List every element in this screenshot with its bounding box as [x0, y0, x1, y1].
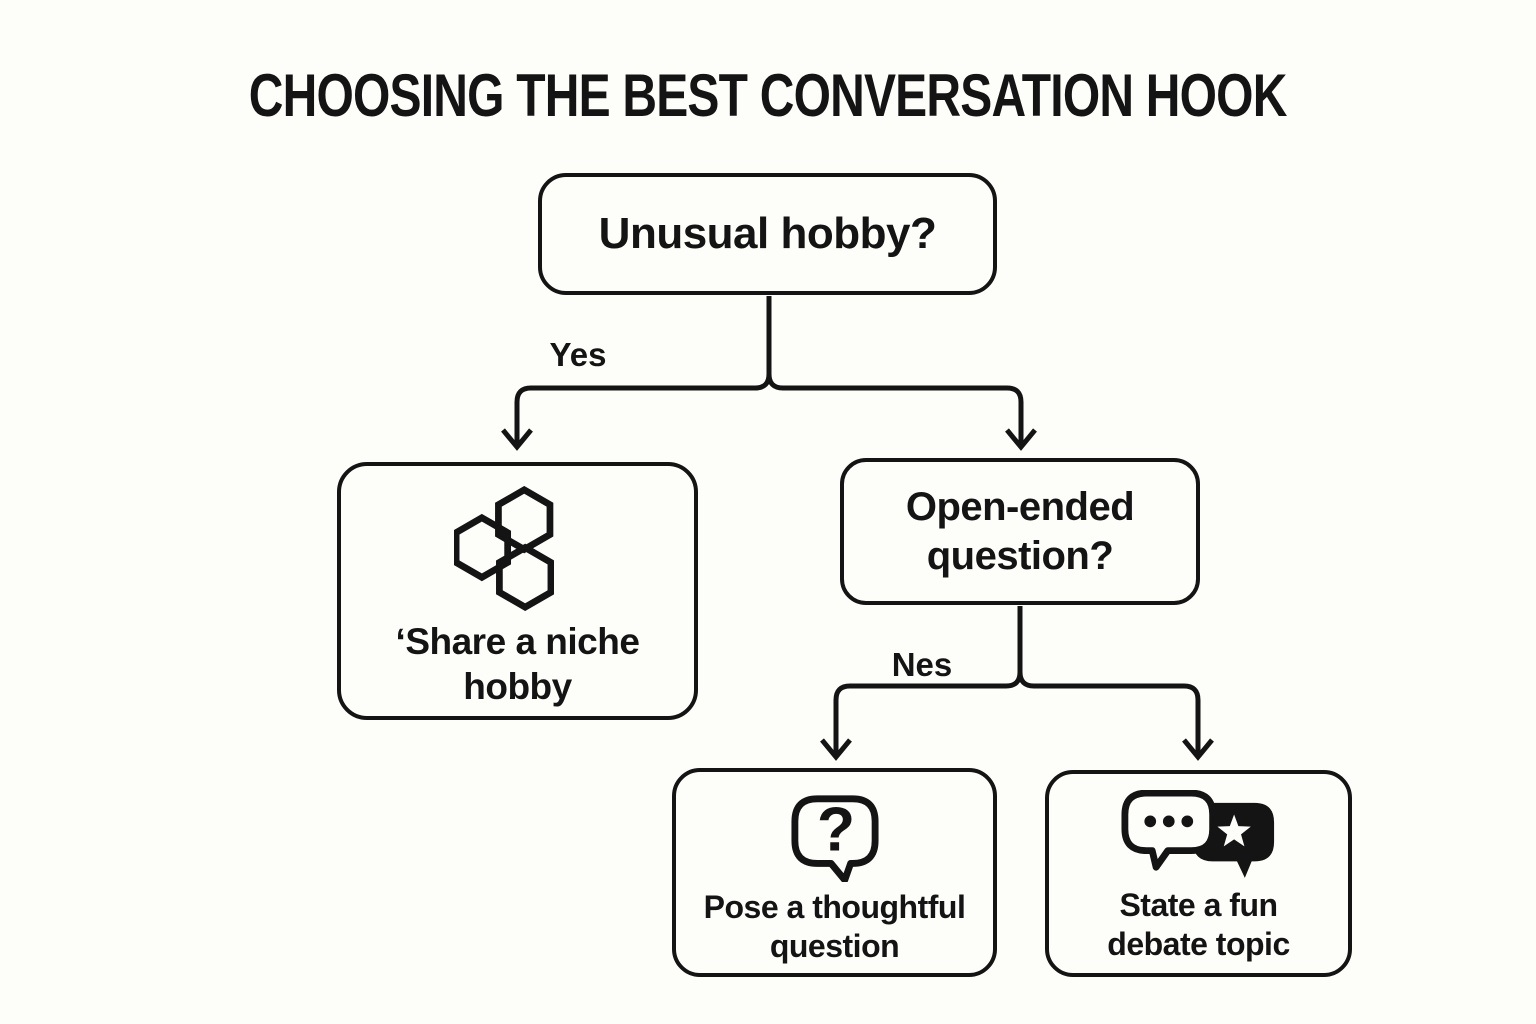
question-bubble-icon: ? — [790, 795, 879, 882]
dot-2 — [1162, 815, 1175, 828]
edge-open-ended-to-debate-topic — [1017, 606, 1201, 755]
hexagon-left — [453, 513, 511, 582]
arrowhead-pose-question — [820, 738, 852, 761]
star-shape — [1216, 814, 1251, 847]
arrowhead-share-niche — [501, 428, 533, 451]
dot-3 — [1180, 815, 1193, 828]
node-debate-topic-label: State a fun debate topic — [1107, 887, 1290, 963]
diagram-title: CHOOSING THE BEST CONVERSATION HOOK — [0, 66, 1536, 126]
hexagons-icon — [453, 486, 554, 611]
diagram-title-text: CHOOSING THE BEST CONVERSATION HOOK — [249, 62, 1288, 129]
arrowhead-open-ended — [1005, 428, 1037, 451]
node-unusual-hobby-label: Unusual hobby? — [598, 209, 937, 259]
dot-1 — [1143, 815, 1156, 828]
node-unusual-hobby: Unusual hobby? — [538, 173, 997, 295]
node-share-niche-label: ‘Share a niche hobby — [395, 621, 640, 708]
hexagon-top — [494, 486, 553, 554]
arrowhead-debate-topic — [1182, 738, 1214, 761]
hexagon-bottom — [495, 543, 554, 611]
node-pose-question: ? Pose a thoughtful question — [672, 768, 997, 977]
node-pose-question-label: Pose a thoughtful question — [703, 889, 966, 965]
chat-bubbles-star-icon — [1120, 790, 1274, 878]
edge-root-to-open-ended — [766, 296, 1024, 445]
speech-bubble-outline — [790, 795, 879, 882]
edge-label-yes: Yes — [549, 336, 607, 373]
node-debate-topic: State a fun debate topic — [1045, 770, 1352, 977]
edge-label-nes: Nes — [891, 646, 953, 683]
node-share-niche: ‘Share a niche hobby — [337, 462, 698, 720]
node-open-ended: Open-ended question? — [840, 458, 1200, 605]
question-mark-glyph: ? — [816, 795, 854, 865]
node-open-ended-label: Open-ended question? — [905, 484, 1135, 578]
outlined-bubble — [1120, 790, 1216, 871]
